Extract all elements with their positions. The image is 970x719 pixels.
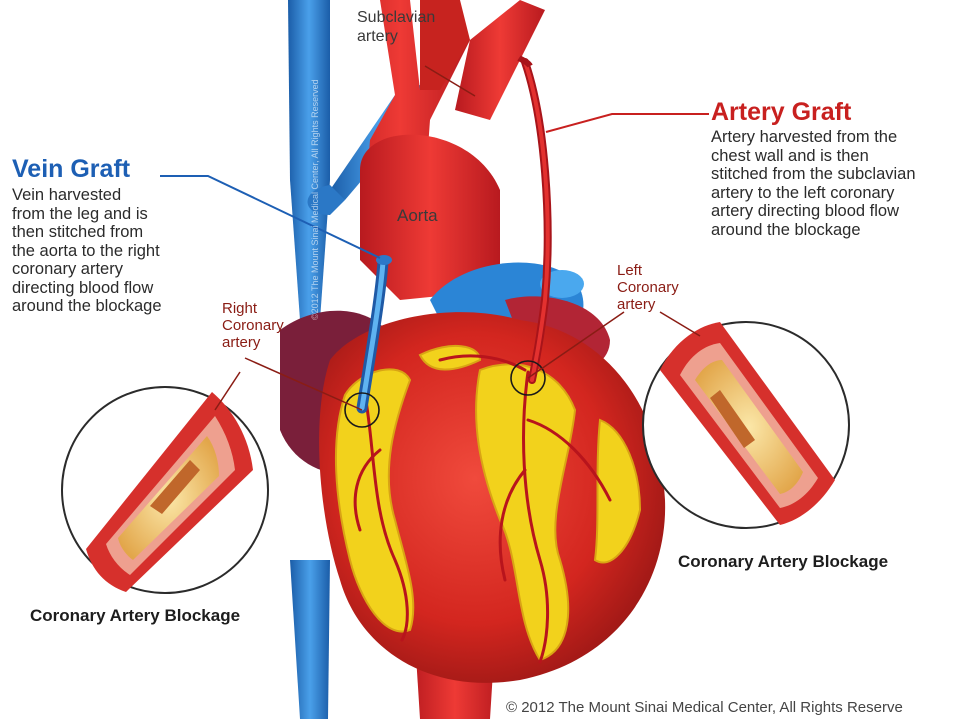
copyright-notice: © 2012 The Mount Sinai Medical Center, A… [506, 699, 903, 717]
left-blockage-caption: Coronary Artery Blockage [30, 606, 240, 626]
artery-graft-description: Artery harvested from the chest wall and… [711, 128, 966, 239]
right-inset-leader [660, 312, 700, 336]
right-coronary-label: Right Coronary artery [222, 300, 312, 351]
left-inset-leader [215, 372, 240, 410]
vein-graft-title: Vein Graft [12, 156, 130, 182]
left-coronary-label: Left Coronary artery [617, 262, 697, 313]
left-blockage-inset [62, 387, 268, 593]
vertical-watermark: ©2012 The Mount Sinai Medical Center, Al… [310, 79, 320, 320]
artery-graft-title: Artery Graft [711, 99, 851, 125]
aorta-label: Aorta [397, 206, 438, 226]
artery-graft-leader [546, 114, 709, 132]
vein-graft-description: Vein harvested from the leg and is then … [12, 186, 217, 316]
right-blockage-inset [643, 322, 849, 528]
subclavian-artery-label: Subclavian artery [357, 8, 435, 46]
right-blockage-caption: Coronary Artery Blockage [678, 552, 888, 572]
